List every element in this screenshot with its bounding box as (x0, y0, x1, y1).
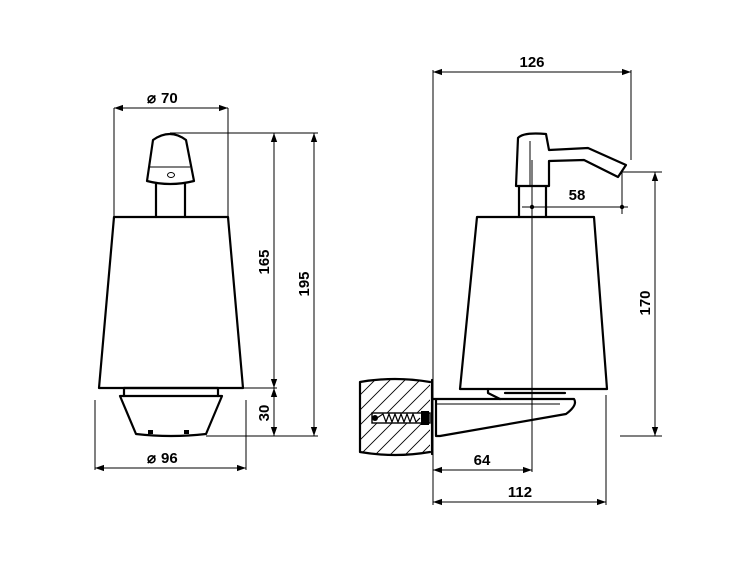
dim-total-height: 195 (296, 133, 318, 436)
wall-section (358, 377, 434, 457)
dim-base-height: 30 (256, 388, 278, 436)
wall-bracket (430, 397, 577, 438)
dim-wall-offset-value: 64 (474, 452, 491, 469)
side-view: 126 58 170 64 112 (358, 54, 662, 506)
front-base (118, 386, 224, 438)
dim-base-diameter-symbol: ⌀ (147, 450, 156, 467)
dim-projection: 112 (433, 484, 606, 506)
dim-body-height: 165 (256, 133, 278, 388)
dim-wall-offset: 64 (433, 452, 532, 474)
dim-depth-total-value: 126 (519, 54, 544, 71)
dim-spout-offset-value: 58 (569, 187, 586, 204)
dim-projection-value: 112 (508, 484, 532, 501)
dim-spout-height-value: 170 (637, 290, 654, 315)
dim-total-height-value: 195 (296, 271, 313, 296)
side-base (486, 387, 567, 401)
dim-top-diameter-value: 70 (161, 90, 178, 107)
side-bottle-body (458, 215, 609, 391)
side-pump-spout (514, 132, 628, 188)
dim-base-height-value: 30 (256, 405, 273, 422)
dim-spout-height: 170 (637, 172, 659, 436)
dim-body-height-value: 165 (256, 249, 273, 274)
front-pump-head (145, 132, 196, 219)
dim-top-diameter: ⌀ 70 (114, 90, 228, 112)
dim-depth-total: 126 (433, 54, 631, 76)
dim-base-diameter-value: 96 (161, 450, 178, 467)
dim-base-diameter: ⌀ 96 (95, 450, 246, 472)
dim-top-diameter-symbol: ⌀ (147, 90, 156, 107)
front-view: ⌀ 70 ⌀ 96 165 30 195 (94, 90, 318, 472)
front-bottle-body (97, 215, 245, 390)
dim-spout-offset: 58 (522, 172, 628, 214)
